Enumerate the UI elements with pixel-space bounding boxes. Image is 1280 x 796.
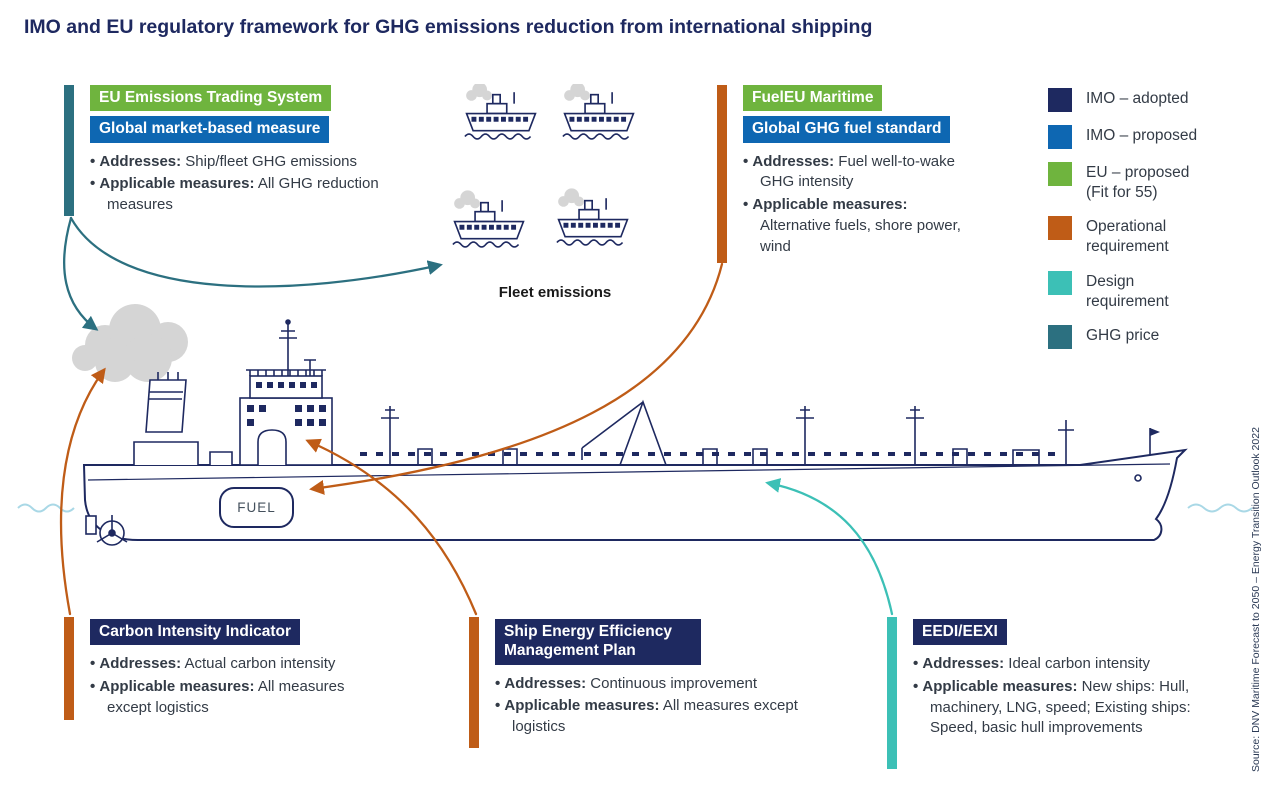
seemp-callout: Ship Energy Efficiency Management Plan A…	[495, 619, 825, 740]
legend-swatch	[1048, 125, 1072, 149]
fueleu-tag-primary: FuelEU Maritime	[743, 85, 883, 112]
legend-swatch	[1048, 216, 1072, 241]
eedi-callout: EEDI/EEXI Addresses: Ideal carbon intens…	[913, 619, 1233, 741]
eedi-bullet-addresses: Addresses: Ideal carbon intensity	[913, 654, 1213, 675]
cii-bullet-addresses: Addresses: Actual carbon intensity	[90, 654, 392, 675]
eedi-accent-bar	[887, 617, 897, 769]
eedi-tag: EEDI/EEXI	[913, 619, 1007, 646]
ship-icon	[72, 304, 1188, 546]
cii-callout: Carbon Intensity Indicator Addresses: Ac…	[90, 619, 410, 720]
legend-item-operational: Operational requirement	[1048, 216, 1197, 257]
legend-item-design: Design requirement	[1048, 270, 1197, 312]
eu-ets-tag-primary: EU Emissions Trading System	[90, 85, 332, 112]
fueleu-accent-bar	[717, 85, 727, 263]
fleet-ships-icon	[452, 84, 635, 248]
fueleu-bullet-measures: Applicable measures: Alternative fuels, …	[743, 195, 969, 257]
legend-swatch	[1048, 162, 1072, 186]
eu-ets-bullet-measures: Applicable measures: All GHG reduction m…	[90, 174, 382, 215]
legend-item-imo-proposed: IMO – proposed	[1048, 125, 1197, 149]
eu-ets-accent-bar	[64, 85, 74, 216]
legend-swatch	[1048, 88, 1072, 112]
seemp-accent-bar	[469, 617, 479, 748]
arrow-ets-to-fleet	[69, 216, 443, 288]
eu-ets-callout: EU Emissions Trading System Global marke…	[90, 85, 390, 218]
page-title: IMO and EU regulatory framework for GHG …	[24, 16, 873, 38]
legend-item-imo-adopted: IMO – adopted	[1048, 88, 1197, 112]
fuel-tank-label: FUEL	[219, 487, 294, 528]
seemp-bullet-measures: Applicable measures: All measures except…	[495, 696, 801, 737]
seemp-bullet-addresses: Addresses: Continuous improvement	[495, 674, 801, 695]
cii-bullet-measures: Applicable measures: All measures except…	[90, 677, 392, 718]
legend-item-ghg-price: GHG price	[1048, 324, 1197, 349]
legend-item-eu-proposed: EU – proposed (Fit for 55)	[1048, 162, 1197, 203]
cii-tag: Carbon Intensity Indicator	[90, 619, 301, 646]
eu-ets-bullet-addresses: Addresses: Ship/fleet GHG emissions	[90, 152, 382, 173]
smoke-icon	[72, 304, 188, 382]
seemp-tag: Ship Energy Efficiency Management Plan	[495, 619, 701, 665]
legend: IMO – adopted IMO – proposed EU – propos…	[1048, 88, 1197, 349]
source-note: Source: DNV Maritime Forecast to 2050 – …	[1250, 427, 1262, 772]
cii-accent-bar	[64, 617, 74, 720]
eu-ets-tag-secondary: Global market-based measure	[90, 116, 330, 143]
fueleu-tag-secondary: Global GHG fuel standard	[743, 116, 951, 143]
fueleu-bullet-addresses: Addresses: Fuel well-to-wake GHG intensi…	[743, 152, 969, 193]
fueleu-callout: FuelEU Maritime Global GHG fuel standard…	[743, 85, 983, 259]
fleet-emissions-label: Fleet emissions	[498, 284, 612, 301]
eedi-bullet-measures: Applicable measures: New ships: Hull, ma…	[913, 677, 1213, 739]
legend-swatch	[1048, 270, 1072, 295]
legend-swatch	[1048, 324, 1072, 349]
